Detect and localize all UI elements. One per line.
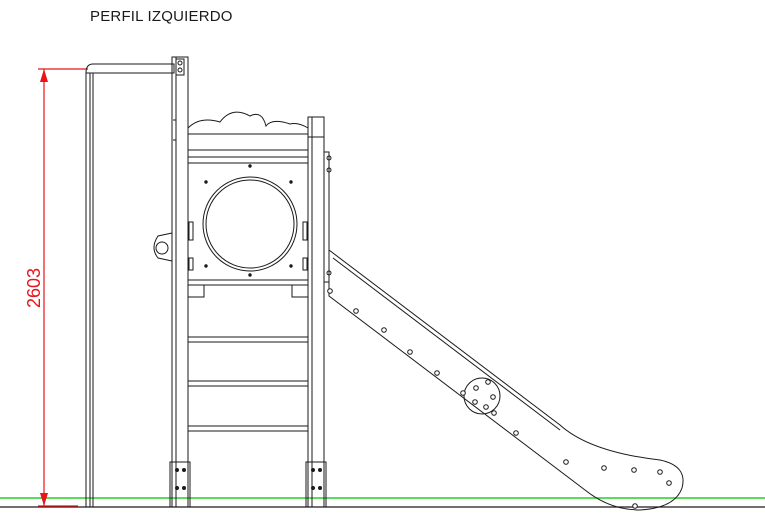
platform-deck — [187, 279, 309, 298]
ground — [0, 497, 765, 508]
tower-panel — [187, 156, 309, 281]
ladder — [187, 336, 309, 432]
slide-rail — [323, 151, 332, 283]
rear-panel — [85, 63, 175, 507]
slide — [328, 248, 684, 511]
drawing-title: PERFIL IZQUIERDO — [90, 8, 233, 25]
height-dimension — [38, 68, 88, 507]
slide-bolts — [327, 288, 672, 509]
height-dimension-label: 2603 — [24, 268, 44, 308]
side-handle — [153, 232, 173, 262]
roof-cloud — [187, 111, 309, 151]
right-post — [305, 116, 327, 508]
left-post — [169, 56, 191, 508]
